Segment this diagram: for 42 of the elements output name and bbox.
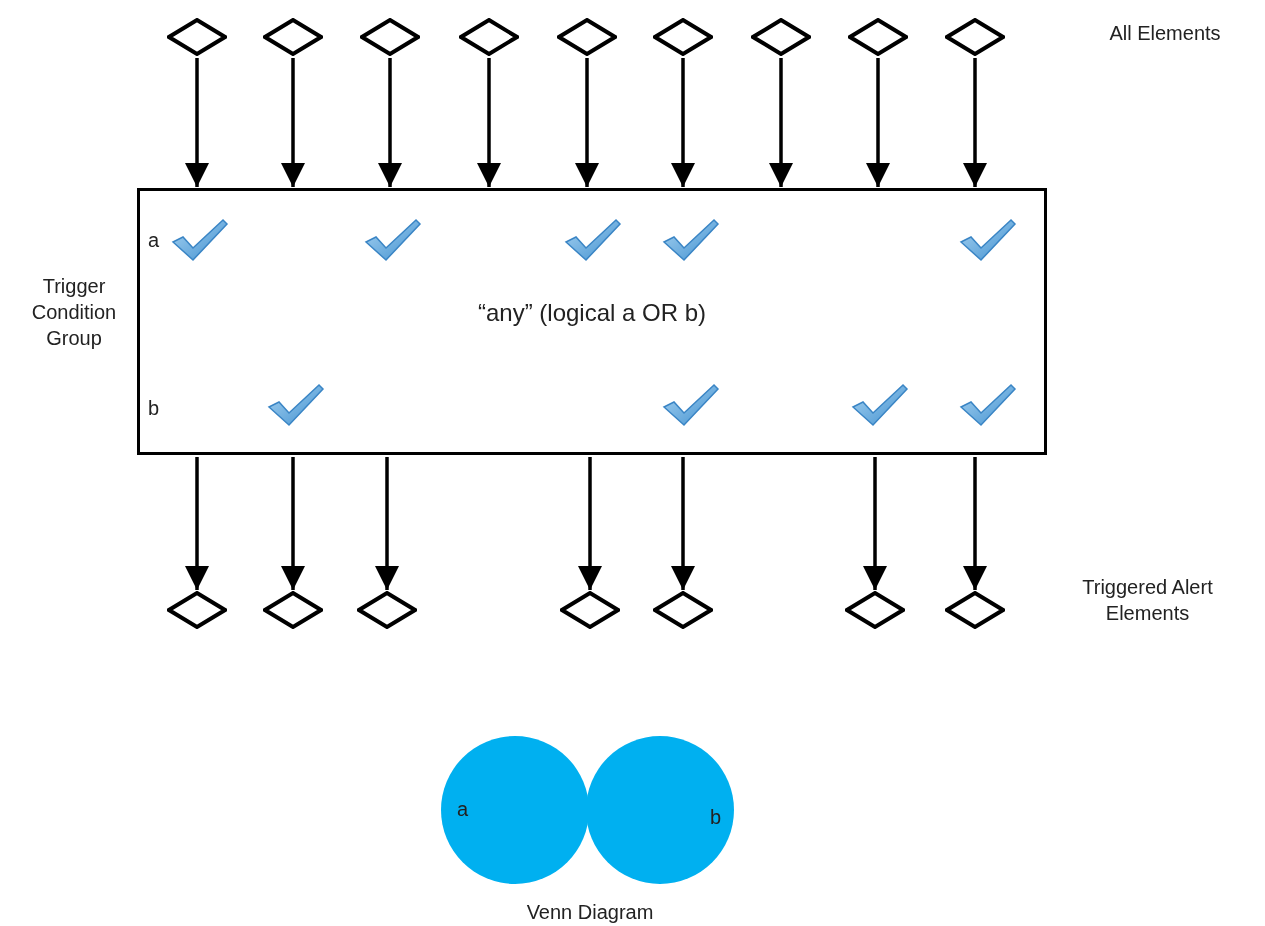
- diamond-shape: [167, 18, 227, 56]
- condition-text: “any” (logical a OR b): [476, 299, 708, 327]
- diamond-shape: [560, 591, 620, 629]
- arrow: [378, 58, 402, 187]
- diamond-shape: [653, 591, 713, 629]
- diamond-shape: [263, 591, 323, 629]
- set-label: a: [457, 798, 469, 821]
- diamond-shape: [848, 18, 908, 56]
- arrow: [281, 457, 305, 590]
- diamond-shape: [360, 18, 420, 56]
- arrow: [963, 58, 987, 187]
- set-label: b: [710, 806, 722, 829]
- diamond-shape: [845, 591, 905, 629]
- arrow: [769, 58, 793, 187]
- row-label: b: [148, 397, 160, 420]
- diamond-shape: [945, 18, 1005, 56]
- diamond-shape: [459, 18, 519, 56]
- diamond-shape: [945, 591, 1005, 629]
- diamond-shape: [751, 18, 811, 56]
- condition-box: [137, 188, 1047, 455]
- diagram-caption: Venn Diagram: [525, 900, 655, 925]
- arrow: [671, 457, 695, 590]
- arrow: [281, 58, 305, 187]
- row-caption: All Elements: [1108, 21, 1222, 46]
- arrow: [671, 58, 695, 187]
- diamond-shape: [357, 591, 417, 629]
- arrow: [963, 457, 987, 590]
- arrow: [575, 58, 599, 187]
- arrow: [477, 58, 501, 187]
- arrow: [863, 457, 887, 590]
- group-label: Trigger Condition Group: [30, 274, 118, 351]
- diamond-shape: [263, 18, 323, 56]
- arrow: [866, 58, 890, 187]
- row-caption: Triggered Alert Elements: [1081, 575, 1214, 626]
- diamond-shape: [167, 591, 227, 629]
- arrow: [375, 457, 399, 590]
- row-label: a: [148, 229, 160, 252]
- diamond-shape: [653, 18, 713, 56]
- arrow: [185, 58, 209, 187]
- diamond-shape: [557, 18, 617, 56]
- arrow: [578, 457, 602, 590]
- arrow: [185, 457, 209, 590]
